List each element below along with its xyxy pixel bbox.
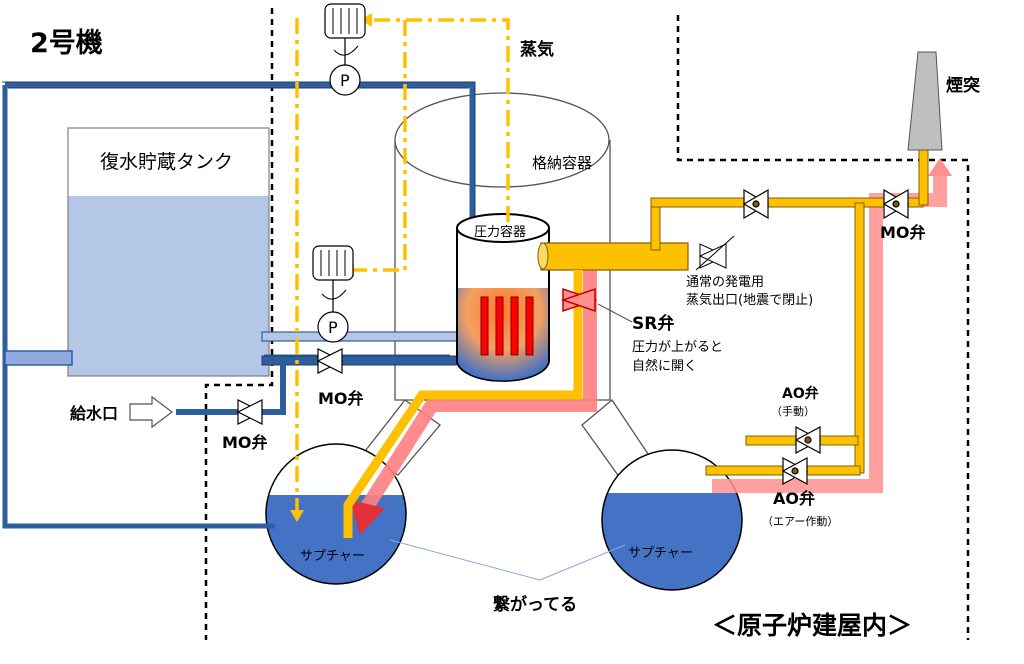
main-steam-pipe: [540, 242, 689, 271]
normal-outlet-label-2: 蒸気出口(地震で閉止): [686, 292, 813, 308]
normal-outlet-valve[interactable]: [695, 235, 735, 271]
turbine-pump-upper: [324, 3, 366, 96]
ao-valve-manual-note: （手動）: [771, 404, 815, 418]
ao-valve-manual-label: AO弁: [782, 385, 819, 402]
main-steam-pipe-end: [537, 242, 549, 270]
condensate-tank: [67, 127, 270, 377]
sr-valve-desc-1: 圧力が上がると: [632, 340, 723, 355]
steam-to-suppression: [343, 270, 583, 538]
mo-valve-vent[interactable]: [882, 188, 910, 220]
steam-arrow-down: [290, 510, 304, 522]
building-label: ＜原子炉建屋内＞: [712, 611, 912, 640]
steam-arrow-top: [360, 13, 372, 27]
chimney-flow-arrowhead: [928, 158, 952, 176]
ao-valve-air-note: （エアー作動）: [762, 514, 838, 528]
building-boundary-left: [204, 8, 274, 640]
connection-line-left: [389, 539, 541, 581]
tank-outlet-pipe: [4, 350, 73, 366]
feed-inlet-label: 給水口: [70, 404, 118, 423]
sr-valve-desc-2: 自然に開く: [632, 358, 697, 374]
ao-valve-manual[interactable]: [794, 425, 822, 455]
suppression-chamber-right: [601, 449, 743, 591]
mo-valve-rpv-label: MO弁: [318, 389, 364, 408]
release-flow-arrowhead: [350, 500, 385, 535]
condensate-tank-water: [68, 196, 269, 376]
building-boundary-right: [676, 15, 970, 640]
pressure-vessel-label: 圧力容器: [474, 224, 526, 240]
sr-valve[interactable]: [560, 287, 598, 313]
mo-valve-vent-label: MO弁: [880, 223, 926, 242]
normal-outlet-label-1: 通常の発電用: [686, 275, 764, 290]
connected-label: 繋がってる: [493, 594, 577, 615]
unit-title: 2号機: [30, 28, 103, 59]
vent-valve-1[interactable]: [742, 188, 770, 220]
chimney: [907, 51, 943, 151]
suppression-label-right: サプチャー: [628, 546, 693, 561]
feed-inlet-pipe: [176, 362, 286, 415]
suppression-label-left: サプチャー: [300, 549, 365, 564]
pressure-vessel-top: [456, 213, 550, 243]
chimney-label: 煙突: [946, 75, 980, 96]
feed-inlet-arrow: [129, 395, 173, 429]
sr-valve-leader: [597, 303, 633, 323]
blue-pipes-outline: [2, 81, 476, 222]
mo-valve-feed-label: MO弁: [222, 433, 268, 452]
mo-valve-rpv[interactable]: [316, 348, 344, 374]
steam-label: 蒸気: [520, 39, 554, 60]
pump-label-lower: P: [328, 318, 338, 337]
steam-dashed-lines: [295, 18, 510, 512]
tank-label: 復水貯蔵タンク: [100, 151, 233, 173]
release-flow-to-suppression: [359, 265, 597, 514]
mo-valve-feed[interactable]: [236, 399, 264, 425]
containment-top: [394, 92, 610, 188]
mo-feed-pipe: [261, 355, 458, 366]
pump-label-upper: P: [340, 71, 350, 90]
fuel-rods: [480, 296, 534, 356]
connection-line-right: [539, 544, 626, 581]
turbine-pump-lower: [312, 245, 354, 343]
sr-valve-label: SR弁: [632, 313, 674, 334]
ao-valve-air-label: AO弁: [773, 489, 815, 508]
containment-label: 格納容器: [532, 154, 592, 172]
pump-feed-pipe: [261, 331, 458, 342]
ao-valve-air[interactable]: [781, 456, 809, 486]
